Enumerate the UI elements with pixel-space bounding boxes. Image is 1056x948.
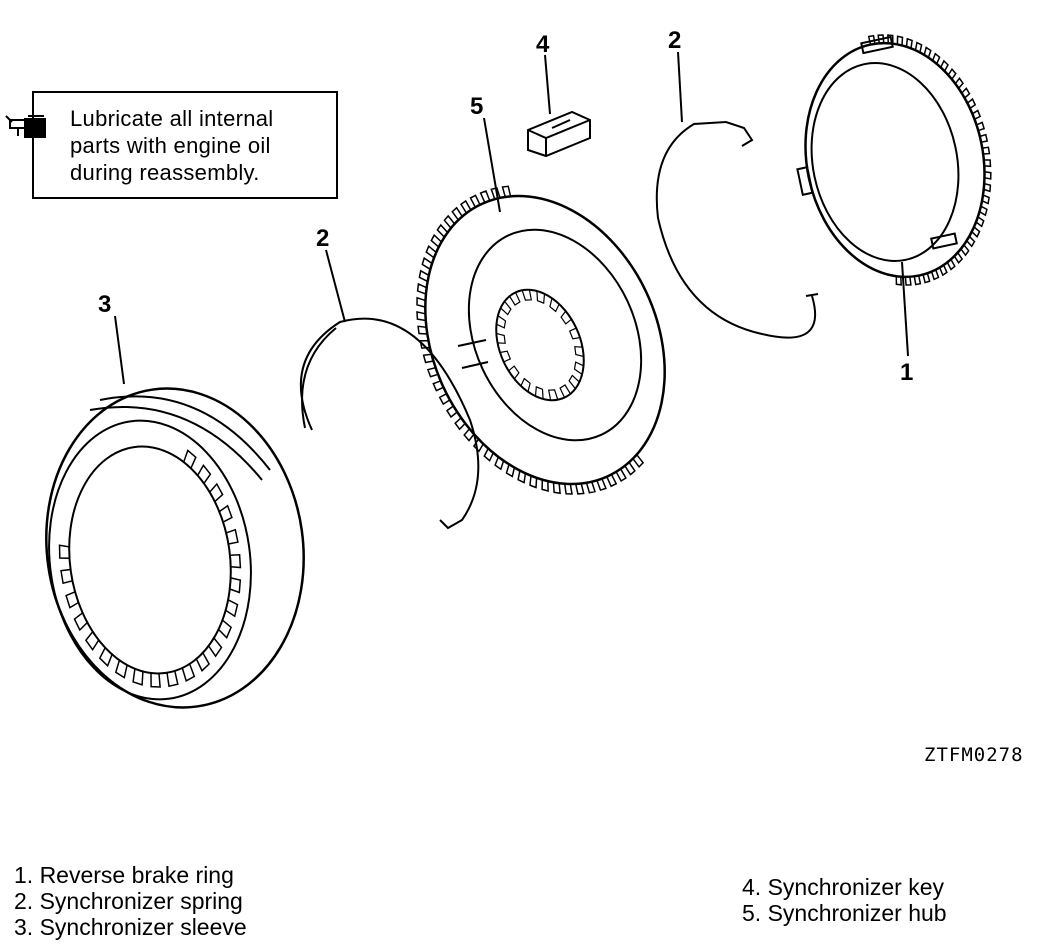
note-line-1: Lubricate all internal	[70, 106, 274, 131]
synchronizer-key	[527, 110, 591, 158]
legend-left: 1. Reverse brake ring 2. Synchronizer sp…	[14, 862, 247, 940]
leader-line-4	[544, 54, 551, 115]
callout-5: 5	[470, 93, 483, 120]
synchronizer-sleeve	[45, 387, 305, 709]
synchronizer-spring-right	[655, 120, 819, 339]
reverse-brake-ring	[796, 34, 992, 286]
oil-can-icon	[5, 115, 46, 138]
legend-item-3: 3. Synchronizer sleeve	[14, 914, 247, 940]
callout-4: 4	[536, 31, 550, 58]
leader-line-1	[901, 261, 909, 357]
legend-item-4: 4. Synchronizer key	[742, 874, 944, 900]
leader-line-2-left	[325, 249, 346, 323]
legend-right: 4. Synchronizer key 5. Synchronizer hub	[742, 874, 947, 926]
legend-item-5: 5. Synchronizer hub	[742, 900, 947, 926]
leader-line-3	[114, 315, 125, 385]
synchronizer-hub	[416, 185, 666, 495]
synchronizer-spring-left	[299, 317, 480, 530]
leader-line-2-right	[677, 51, 683, 123]
callout-2-left: 2	[316, 225, 329, 252]
leader-line-5	[483, 117, 501, 213]
callout-3: 3	[98, 291, 111, 318]
lubrication-note-box: Lubricate all internal parts with engine…	[32, 91, 338, 199]
callout-1: 1	[900, 359, 913, 386]
note-line-2: parts with engine oil	[70, 133, 271, 158]
lubrication-note-text: Lubricate all internal parts with engine…	[70, 105, 340, 186]
legend-item-2: 2. Synchronizer spring	[14, 888, 243, 914]
note-line-3: during reassembly.	[70, 160, 260, 185]
callout-2-right: 2	[668, 27, 681, 54]
legend-item-1: 1. Reverse brake ring	[14, 862, 234, 888]
figure-code: ZTFM0278	[924, 744, 1024, 766]
